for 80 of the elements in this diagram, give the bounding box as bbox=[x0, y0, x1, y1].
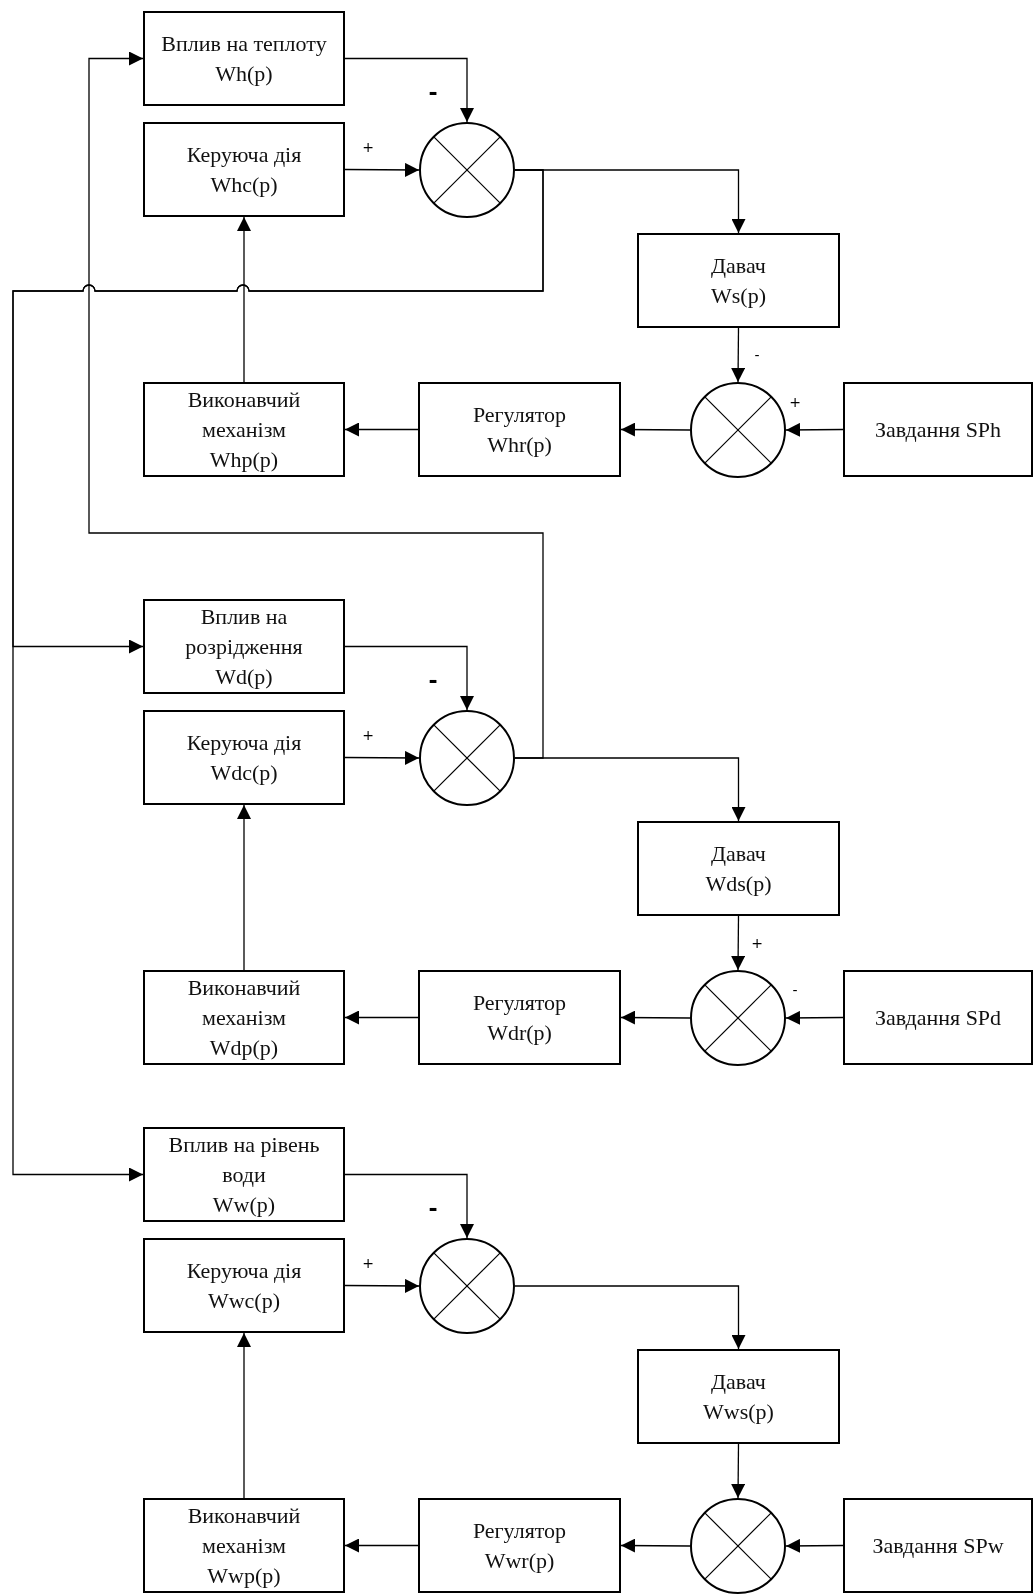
block-box bbox=[418, 970, 621, 1065]
block-label: Давач bbox=[711, 251, 766, 280]
block-label: Давач bbox=[711, 1367, 766, 1396]
block-label: Whr(p) bbox=[487, 430, 552, 459]
block-label: Вплив на рівень води bbox=[167, 1130, 321, 1189]
block-label: Wwr(p) bbox=[484, 1546, 555, 1575]
block-box bbox=[143, 1238, 345, 1333]
block-label: Wds(p) bbox=[705, 869, 772, 898]
block-label: Виконавчий механізм bbox=[186, 1501, 302, 1560]
block-label: Wdc(p) bbox=[210, 758, 278, 787]
block-label: Завдання SPd bbox=[874, 1003, 1002, 1032]
block-label: Регулятор bbox=[472, 1516, 567, 1545]
block-label: Вплив на розрідження bbox=[184, 602, 304, 661]
block-box bbox=[637, 233, 840, 328]
block-label: Керуюча дія bbox=[186, 1256, 302, 1285]
block-label: Регулятор bbox=[472, 988, 567, 1017]
block-label: Регулятор bbox=[472, 400, 567, 429]
block-label: Завдання SPh bbox=[874, 415, 1002, 444]
sign-label: + bbox=[361, 1256, 375, 1270]
arrow bbox=[785, 1538, 844, 1553]
arrow bbox=[344, 422, 419, 437]
arrow bbox=[620, 1010, 691, 1025]
arrow bbox=[785, 422, 844, 437]
block-box bbox=[143, 1498, 345, 1593]
block-box bbox=[143, 382, 345, 477]
block-label: Давач bbox=[711, 839, 766, 868]
arrow bbox=[344, 1173, 474, 1239]
block-box bbox=[143, 122, 345, 217]
sign-label: + bbox=[788, 395, 802, 409]
block-box bbox=[637, 1349, 840, 1444]
block-box bbox=[143, 599, 345, 694]
block-label: Whc(p) bbox=[210, 170, 278, 199]
arrow bbox=[12, 169, 544, 1182]
block-box bbox=[143, 11, 345, 106]
arrow bbox=[514, 1285, 746, 1350]
arrow bbox=[785, 1010, 844, 1025]
arrow bbox=[344, 1010, 419, 1025]
arrow bbox=[620, 422, 691, 437]
arrow bbox=[344, 1278, 420, 1293]
block-box bbox=[637, 821, 840, 916]
block-label: Виконавчий механізм bbox=[186, 973, 302, 1032]
block-label: Wwc(p) bbox=[207, 1286, 281, 1315]
block-label: Wdr(p) bbox=[487, 1018, 552, 1047]
sign-label: + bbox=[750, 936, 764, 950]
arrow bbox=[88, 51, 544, 759]
arrow bbox=[237, 1332, 251, 1499]
block-label: Керуюча дія bbox=[186, 728, 302, 757]
block-label: Виконавчий механізм bbox=[186, 385, 302, 444]
block-box bbox=[418, 1498, 621, 1593]
block-box bbox=[843, 382, 1033, 477]
arrow bbox=[731, 915, 746, 971]
block-label: Керуюча дія bbox=[186, 140, 302, 169]
block-label: Ws(p) bbox=[711, 281, 766, 310]
block-label: Wwp(p) bbox=[207, 1561, 281, 1590]
block-box bbox=[843, 970, 1033, 1065]
arrow bbox=[237, 216, 251, 383]
block-label: Wh(p) bbox=[215, 59, 273, 88]
block-label: Wdp(p) bbox=[209, 1033, 279, 1062]
arrow bbox=[731, 327, 746, 383]
arrow bbox=[620, 1538, 691, 1553]
block-box bbox=[143, 970, 345, 1065]
arrow bbox=[344, 57, 474, 123]
block-box bbox=[143, 1127, 345, 1222]
sign-label: + bbox=[361, 728, 375, 742]
block-box bbox=[143, 710, 345, 805]
block-label: Whp(p) bbox=[209, 445, 279, 474]
sign-label: + bbox=[361, 140, 375, 154]
block-label: Wd(p) bbox=[215, 662, 273, 691]
arrow bbox=[237, 804, 251, 971]
block-label: Ww(p) bbox=[212, 1190, 276, 1219]
block-label: Wws(p) bbox=[703, 1397, 774, 1426]
arrow bbox=[344, 645, 474, 711]
block-box bbox=[418, 382, 621, 477]
arrow bbox=[344, 1538, 419, 1553]
block-label: Завдання SPw bbox=[872, 1531, 1004, 1560]
block-label: Вплив на теплоту bbox=[161, 29, 327, 58]
arrow bbox=[731, 1443, 746, 1499]
arrow bbox=[344, 750, 420, 765]
arrow bbox=[344, 162, 420, 177]
block-box bbox=[843, 1498, 1033, 1593]
